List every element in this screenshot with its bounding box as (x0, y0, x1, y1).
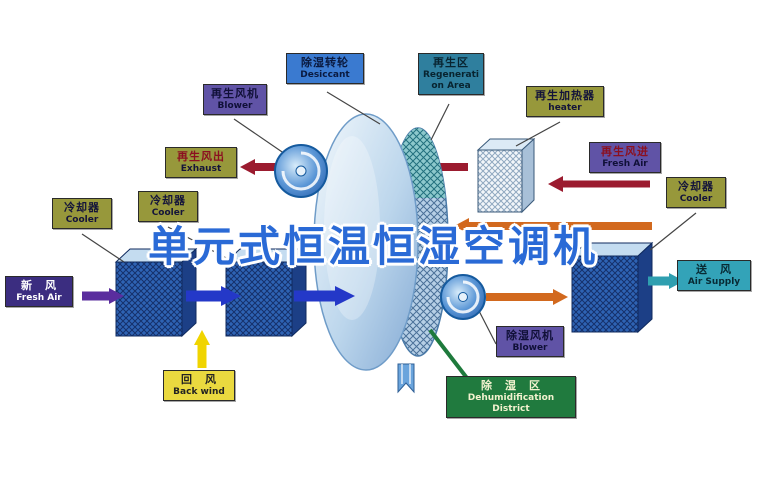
label-fresh-air-intake-zh: 新 风 (21, 279, 57, 292)
label-back-wind-zh: 回 风 (181, 373, 217, 386)
label-regen-blower-zh: 再生风机 (211, 87, 259, 100)
label-regeneration-area-zh: 再生区 (433, 56, 469, 69)
label-cooler-right-zh: 冷却器 (678, 180, 714, 193)
dehumid-fan-icon (440, 274, 486, 320)
heater-side-face (521, 137, 535, 214)
label-regeneration-area: 再生区 Regeneration Area (418, 53, 484, 96)
label-dehumid-blower-zh: 除湿风机 (506, 329, 554, 342)
page-title: 单元式恒温恒湿空调机 (148, 222, 599, 271)
label-regen-heater-zh: 再生加热器 (535, 89, 595, 102)
label-cooler-left-outer: 冷却器 Cooler (52, 198, 112, 229)
label-regen-fresh-air-en: Fresh Air (602, 158, 648, 169)
wheel-highlight (324, 136, 380, 320)
label-regen-exhaust-en: Exhaust (180, 163, 222, 174)
label-regen-fresh-air-zh: 再生风进 (601, 145, 649, 158)
supply-unit-box (570, 241, 654, 334)
label-dehumid-blower-en: Blower (512, 342, 548, 353)
label-back-wind-en: Back wind (173, 386, 225, 397)
heater-front-face (477, 149, 523, 213)
label-cooler-right: 冷却器 Cooler (666, 177, 726, 208)
label-dehumidification-district: 除 湿 区 Dehumidification District (446, 376, 576, 419)
label-air-supply-zh: 送 风 (696, 263, 732, 276)
label-dehumid-blower: 除湿风机 Blower (496, 326, 564, 357)
label-regen-exhaust: 再生风出 Exhaust (165, 147, 237, 178)
label-regen-blower: 再生风机 Blower (203, 84, 267, 115)
connector-heater (515, 121, 561, 147)
label-fresh-air-intake-en: Fresh Air (16, 292, 62, 303)
label-back-wind: 回 风 Back wind (163, 370, 235, 401)
label-cooler-left-outer-zh: 冷却器 (64, 201, 100, 214)
ribbon-icon (397, 363, 415, 394)
label-dehumidification-district-zh: 除 湿 区 (481, 379, 541, 392)
label-cooler-left-inner: 冷却器 Cooler (138, 191, 198, 222)
supply-box-front (571, 255, 639, 333)
label-cooler-left-inner-en: Cooler (151, 207, 185, 218)
cooler-box-1-front (115, 261, 183, 337)
label-fresh-air-intake: 新 风 Fresh Air (5, 276, 73, 307)
connector-cooler-left-outer (81, 233, 125, 263)
label-desiccant-en: Desiccant (300, 69, 350, 80)
label-regen-heater-en: heater (548, 102, 582, 113)
connector-desiccant (326, 91, 381, 125)
label-regeneration-area-en: Regeneration Area (423, 69, 479, 91)
label-regen-heater: 再生加热器 heater (526, 86, 604, 117)
label-air-supply-en: Air Supply (687, 276, 741, 287)
label-cooler-left-outer-en: Cooler (65, 214, 99, 225)
wheel-front-face (313, 113, 419, 371)
label-connectors (81, 91, 697, 345)
label-cooler-right-en: Cooler (679, 193, 713, 204)
connector-cooler-left-inner (167, 226, 231, 261)
connector-dehumid-district (428, 328, 472, 384)
label-regen-blower-en: Blower (217, 100, 253, 111)
label-regen-exhaust-zh: 再生风出 (177, 150, 225, 163)
connector-regen-area (430, 103, 450, 141)
label-cooler-left-inner-zh: 冷却器 (150, 194, 186, 207)
connector-blower-top (233, 118, 289, 157)
label-dehumidification-district-en: Dehumidification District (467, 392, 555, 414)
label-desiccant-wheel: 除湿转轮 Desiccant (286, 53, 364, 84)
label-air-supply: 送 风 Air Supply (677, 260, 751, 291)
supply-box-side (637, 241, 653, 334)
connector-cooler-right (649, 212, 697, 251)
label-regen-fresh-air: 再生风进 Fresh Air (589, 142, 661, 173)
heater-unit (476, 137, 536, 214)
cooler-box-left-1 (114, 247, 198, 338)
connector-blower-bottom (476, 306, 497, 345)
label-desiccant-zh: 除湿转轮 (301, 56, 349, 69)
regen-fan-icon (274, 144, 328, 198)
